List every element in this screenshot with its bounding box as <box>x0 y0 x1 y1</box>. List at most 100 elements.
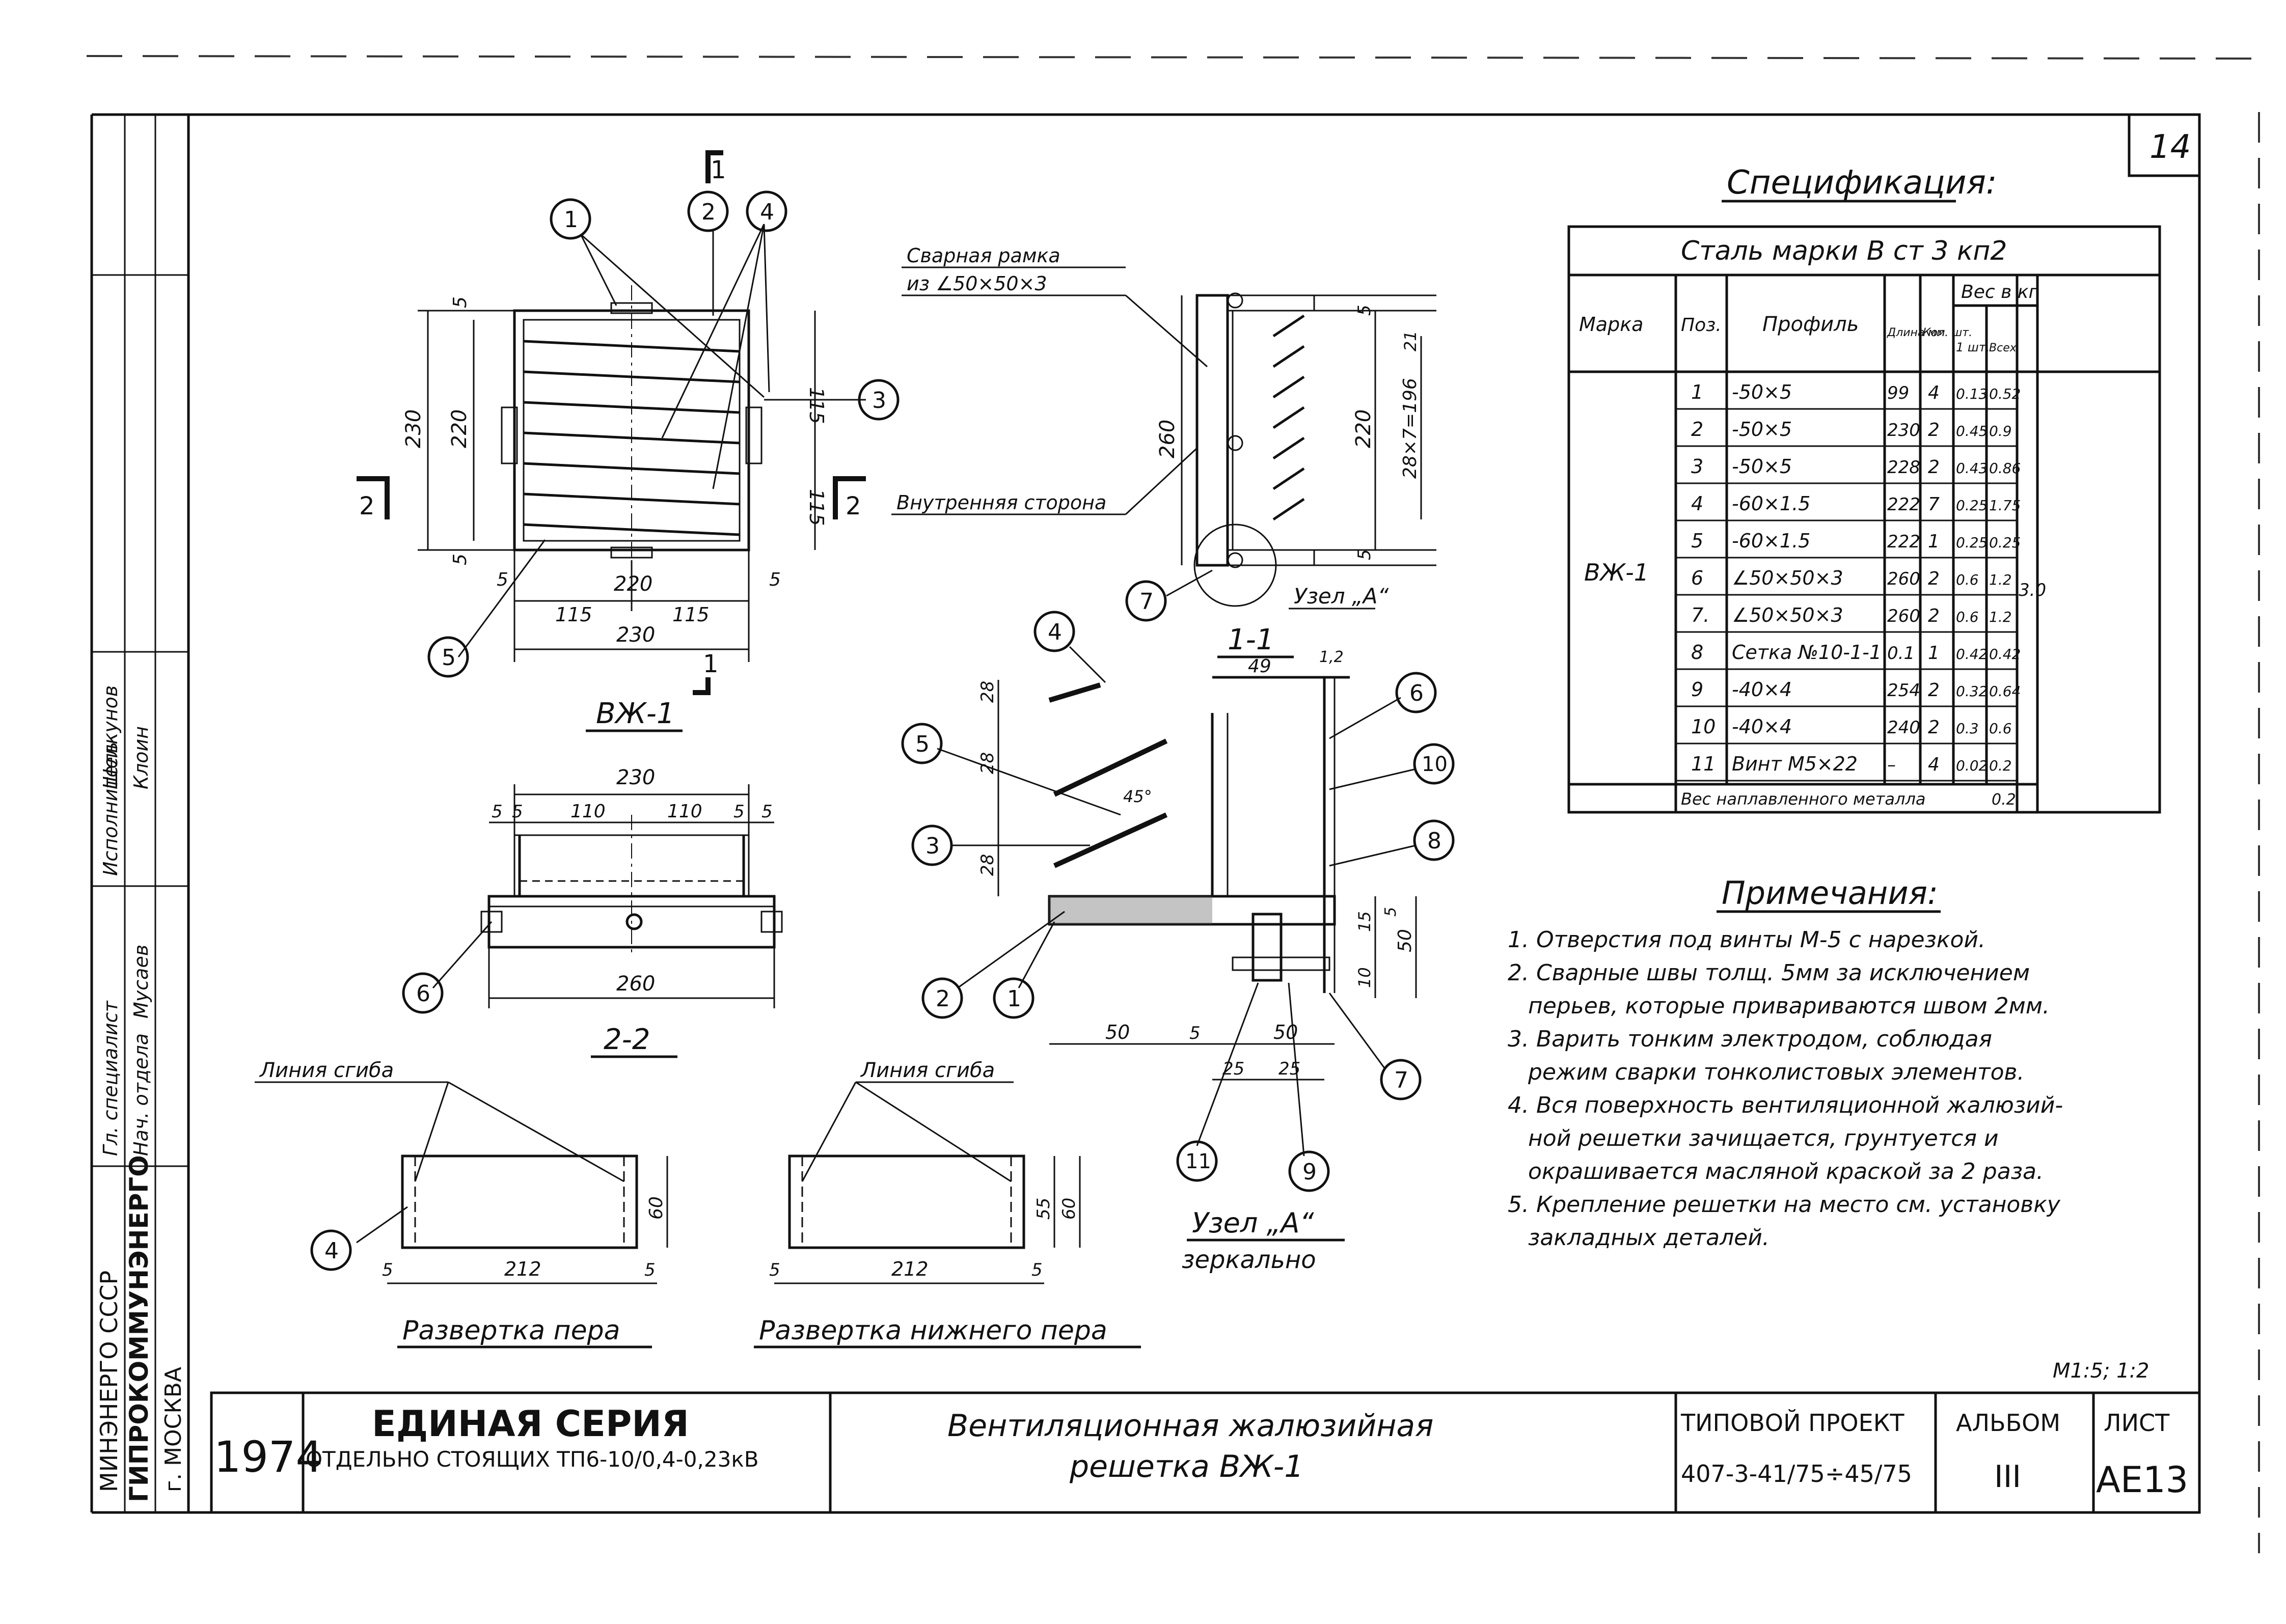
dim-5-uc: 5 <box>769 1260 780 1280</box>
leader-1b-text: 1 <box>1007 986 1021 1012</box>
total-weight: 3.0 <box>2019 580 2046 600</box>
side-stamp: МИНЭНЕРГО СССР ГИПРОКОММУНЭНЕРГО г. МОСК… <box>95 685 186 1502</box>
dim-55: 55 <box>1033 1198 1054 1220</box>
leader-6a-text: 6 <box>416 981 430 1007</box>
side-view: 260 220 28×7=196 21 5 5 Сварная рамка из… <box>891 244 1436 622</box>
dim-12: 1,2 <box>1319 648 1344 666</box>
spec-cell-len: 260 <box>1887 606 1920 626</box>
dim-5-s1: 5 <box>492 802 503 822</box>
dim-21-side: 21 <box>1401 331 1420 351</box>
cut-1-top: 1 <box>711 156 726 184</box>
spec-cell-qty: 2 <box>1928 568 1940 589</box>
spec-cell-wall: 0.64 <box>1989 683 2021 700</box>
dim-5-side-t: 5 <box>1354 305 1375 316</box>
leader-7b-text: 7 <box>1394 1067 1408 1093</box>
note-2: 2. Сварные швы толщ. 5мм за исключением <box>1508 960 2030 986</box>
stamp-name-3: Клоин <box>130 726 152 789</box>
cut-1-bot: 1 <box>703 650 719 678</box>
spec-cell-w1: 0.6 <box>1956 571 1979 588</box>
spec-cell-pos: 4 <box>1691 492 1703 515</box>
spec-cell-pos: 1 <box>1691 381 1703 403</box>
spec-cell-pos: 11 <box>1691 753 1716 775</box>
spec-cell-profile: -50×5 <box>1732 418 1792 441</box>
spec-cell-len: – <box>1887 755 1896 775</box>
dim-5-side-b: 5 <box>1354 549 1375 560</box>
spec-cell-profile: ∠50×50×3 <box>1732 604 1843 626</box>
hdr-qty: Кол. шт. <box>1923 326 1972 339</box>
leader-4c-text: 4 <box>324 1238 339 1264</box>
dim-5-br: 5 <box>769 569 781 590</box>
dim-28-b: 28 <box>977 752 998 774</box>
dim-115-top: 115 <box>805 387 828 424</box>
frame-note-2: из ∠50×50×3 <box>907 272 1047 295</box>
leader-3b-text: 3 <box>926 833 940 859</box>
spec-cell-wall: 1.2 <box>1989 571 2012 588</box>
dim-5-top: 5 <box>450 296 471 308</box>
hdr-length: Длина мм <box>1887 326 1945 339</box>
spec-cell-qty: 2 <box>1928 420 1940 441</box>
spec-cell-wall: 0.9 <box>1989 423 2012 439</box>
leader-5-text: 5 <box>442 645 456 671</box>
spec-cell-w1: 0.42 <box>1956 646 1988 663</box>
spec-cell-len: 99 <box>1887 383 1909 403</box>
spec-cell-profile: ∠50×50×3 <box>1732 567 1843 589</box>
tb-proj-label: ТИПОВОЙ ПРОЕКТ <box>1680 1409 1904 1437</box>
leader-5b-text: 5 <box>915 731 930 757</box>
spec-cell-qty: 2 <box>1928 717 1940 738</box>
leader-4b-text: 4 <box>1048 619 1062 645</box>
spec-cell-w1: 0.13 <box>1956 386 1988 402</box>
note-4b: ной решетки зачищается, грунтуется и <box>1528 1125 1999 1151</box>
spec-cell-w1: 0.02 <box>1956 757 1988 774</box>
dim-196-side: 28×7=196 <box>1400 378 1421 479</box>
dim-5-ub: 5 <box>644 1260 656 1280</box>
dim-5-bl: 5 <box>497 569 508 590</box>
spec-cell-qty: 2 <box>1928 680 1940 701</box>
tb-series-1: ЕДИНАЯ СЕРИЯ <box>372 1403 689 1445</box>
inner-side-note: Внутренняя сторона <box>896 491 1106 514</box>
tb-proj-value: 407-3-41/75÷45/75 <box>1681 1460 1912 1488</box>
spec-cell-qty: 2 <box>1928 605 1940 626</box>
view-title: ВЖ-1 <box>596 697 675 730</box>
leader-2b-text: 2 <box>936 986 950 1012</box>
tb-sheet-label: ЛИСТ <box>2104 1409 2170 1437</box>
spec-cell-len: 222 <box>1887 494 1920 515</box>
spec-cell-w1: 0.43 <box>1956 460 1988 477</box>
node-a-mirror: зеркально <box>1182 1246 1316 1274</box>
dim-5-h11: 5 <box>1189 1023 1201 1043</box>
front-leaders: 1 2 4 3 5 <box>427 190 900 678</box>
spec-cell-profile: -50×5 <box>1732 381 1792 403</box>
spec-cell-wall: 1.75 <box>1989 497 2021 514</box>
dim-10: 10 <box>1355 967 1374 988</box>
unfold-blade: Линия сгиба 60 5 212 5 4 Развертка пера <box>255 1059 668 1348</box>
scale-label: М1:5; 1:2 <box>2053 1359 2149 1383</box>
tb-album-value: III <box>1994 1459 2021 1495</box>
spec-cell-qty: 7 <box>1928 494 1940 515</box>
dim-60-b: 60 <box>1059 1198 1079 1220</box>
spec-cell-profile: -60×1.5 <box>1732 492 1810 515</box>
unfold-blade-title: Развертка пера <box>402 1315 620 1346</box>
unfold-bottom-title: Развертка нижнего пера <box>759 1315 1107 1346</box>
spec-cell-profile: Сетка №10-1-1 <box>1732 641 1882 664</box>
stamp-role-1: Нач. отдела <box>130 1033 152 1156</box>
notes: Примечания: 1. Отверстия под винты М-5 с… <box>1508 874 2063 1251</box>
spec-cell-pos: 7. <box>1691 604 1709 626</box>
dim-28-a: 28 <box>977 681 998 703</box>
spec-cell-len: 228 <box>1887 457 1920 478</box>
section-11-title: 1-1 <box>1228 623 1274 656</box>
leader-9-text: 9 <box>1302 1159 1317 1185</box>
stamp-name-1: Мусаев <box>130 945 152 1019</box>
section-1-1: 1-1 45° 28 28 28 49 1,2 15 10 50 5 50 5 … <box>901 611 1455 1274</box>
spec-cell-w1: 0.32 <box>1956 683 1988 700</box>
spec-cell-w1: 0.25 <box>1956 497 1988 514</box>
spec-cell-pos: 3 <box>1691 455 1703 478</box>
spec-cell-profile: -40×4 <box>1732 678 1792 701</box>
dim-220-v: 220 <box>448 409 471 448</box>
spec-cell-len: 240 <box>1887 718 1920 738</box>
section-22-title: 2-2 <box>604 1023 650 1056</box>
note-5: 5. Крепление решетки на место см. устано… <box>1508 1192 2061 1218</box>
note-2b: перьев, которые привариваются швом 2мм. <box>1528 993 2050 1019</box>
spec-cell-qty: 2 <box>1928 457 1940 478</box>
dim-5-ua: 5 <box>382 1260 393 1280</box>
dim-5-bot: 5 <box>450 554 471 565</box>
